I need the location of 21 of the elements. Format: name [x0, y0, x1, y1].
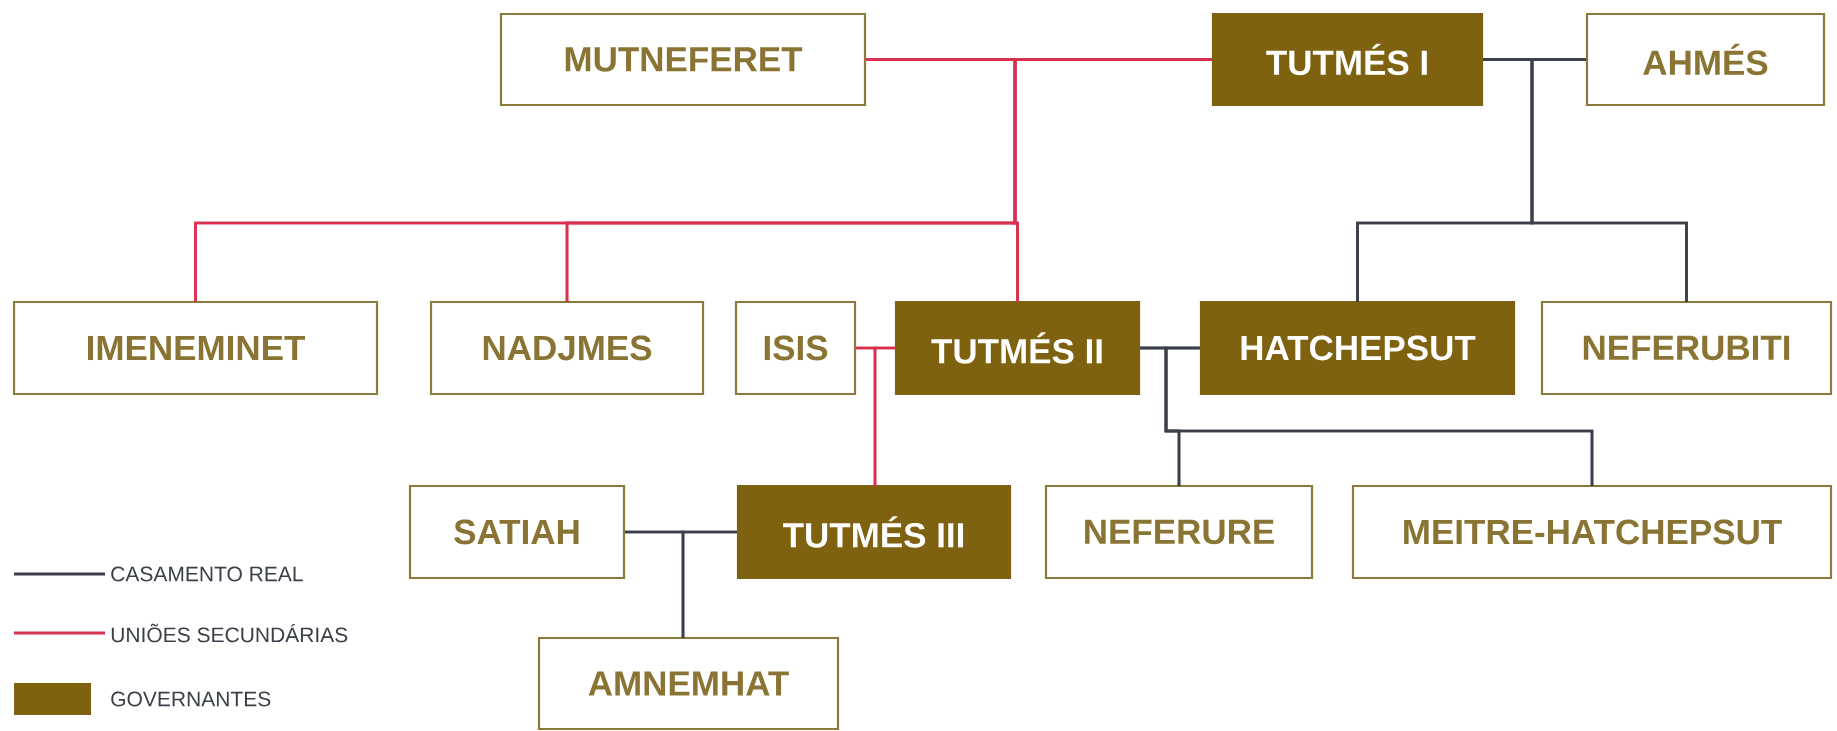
legend-text: CASAMENTO REAL	[111, 566, 303, 582]
name-box: MEITRE-HATCHEPSUT	[1351, 484, 1833, 580]
descent-line	[1013, 58, 1212, 302]
name-box: AHMÉS	[1585, 12, 1826, 107]
ruler-box: TUTMÉS II	[894, 300, 1141, 396]
name-box: NADJMES	[429, 300, 705, 396]
descent-line	[681, 530, 737, 638]
ruler-box: TUTMÉS III	[736, 484, 1012, 580]
name-box: SATIAH	[408, 484, 626, 580]
ruler-box: TUTMÉS I	[1211, 12, 1484, 107]
legend-text: GOVERNANTES	[111, 691, 271, 707]
name-box: NEFERURE	[1044, 484, 1314, 580]
ruler-box: HATCHEPSUT	[1199, 300, 1516, 396]
descent-line	[1530, 58, 1688, 302]
name-box: ISIS	[734, 300, 857, 396]
name-box: AMNEMHAT	[537, 636, 840, 731]
legend-text: UNIÕES SECUNDÁRIAS	[111, 623, 348, 643]
name-box: MUTNEFERET	[499, 12, 867, 107]
name-box: NEFERUBITI	[1540, 300, 1833, 396]
descent-line	[873, 346, 895, 486]
name-box: IMENEMINET	[12, 300, 379, 396]
